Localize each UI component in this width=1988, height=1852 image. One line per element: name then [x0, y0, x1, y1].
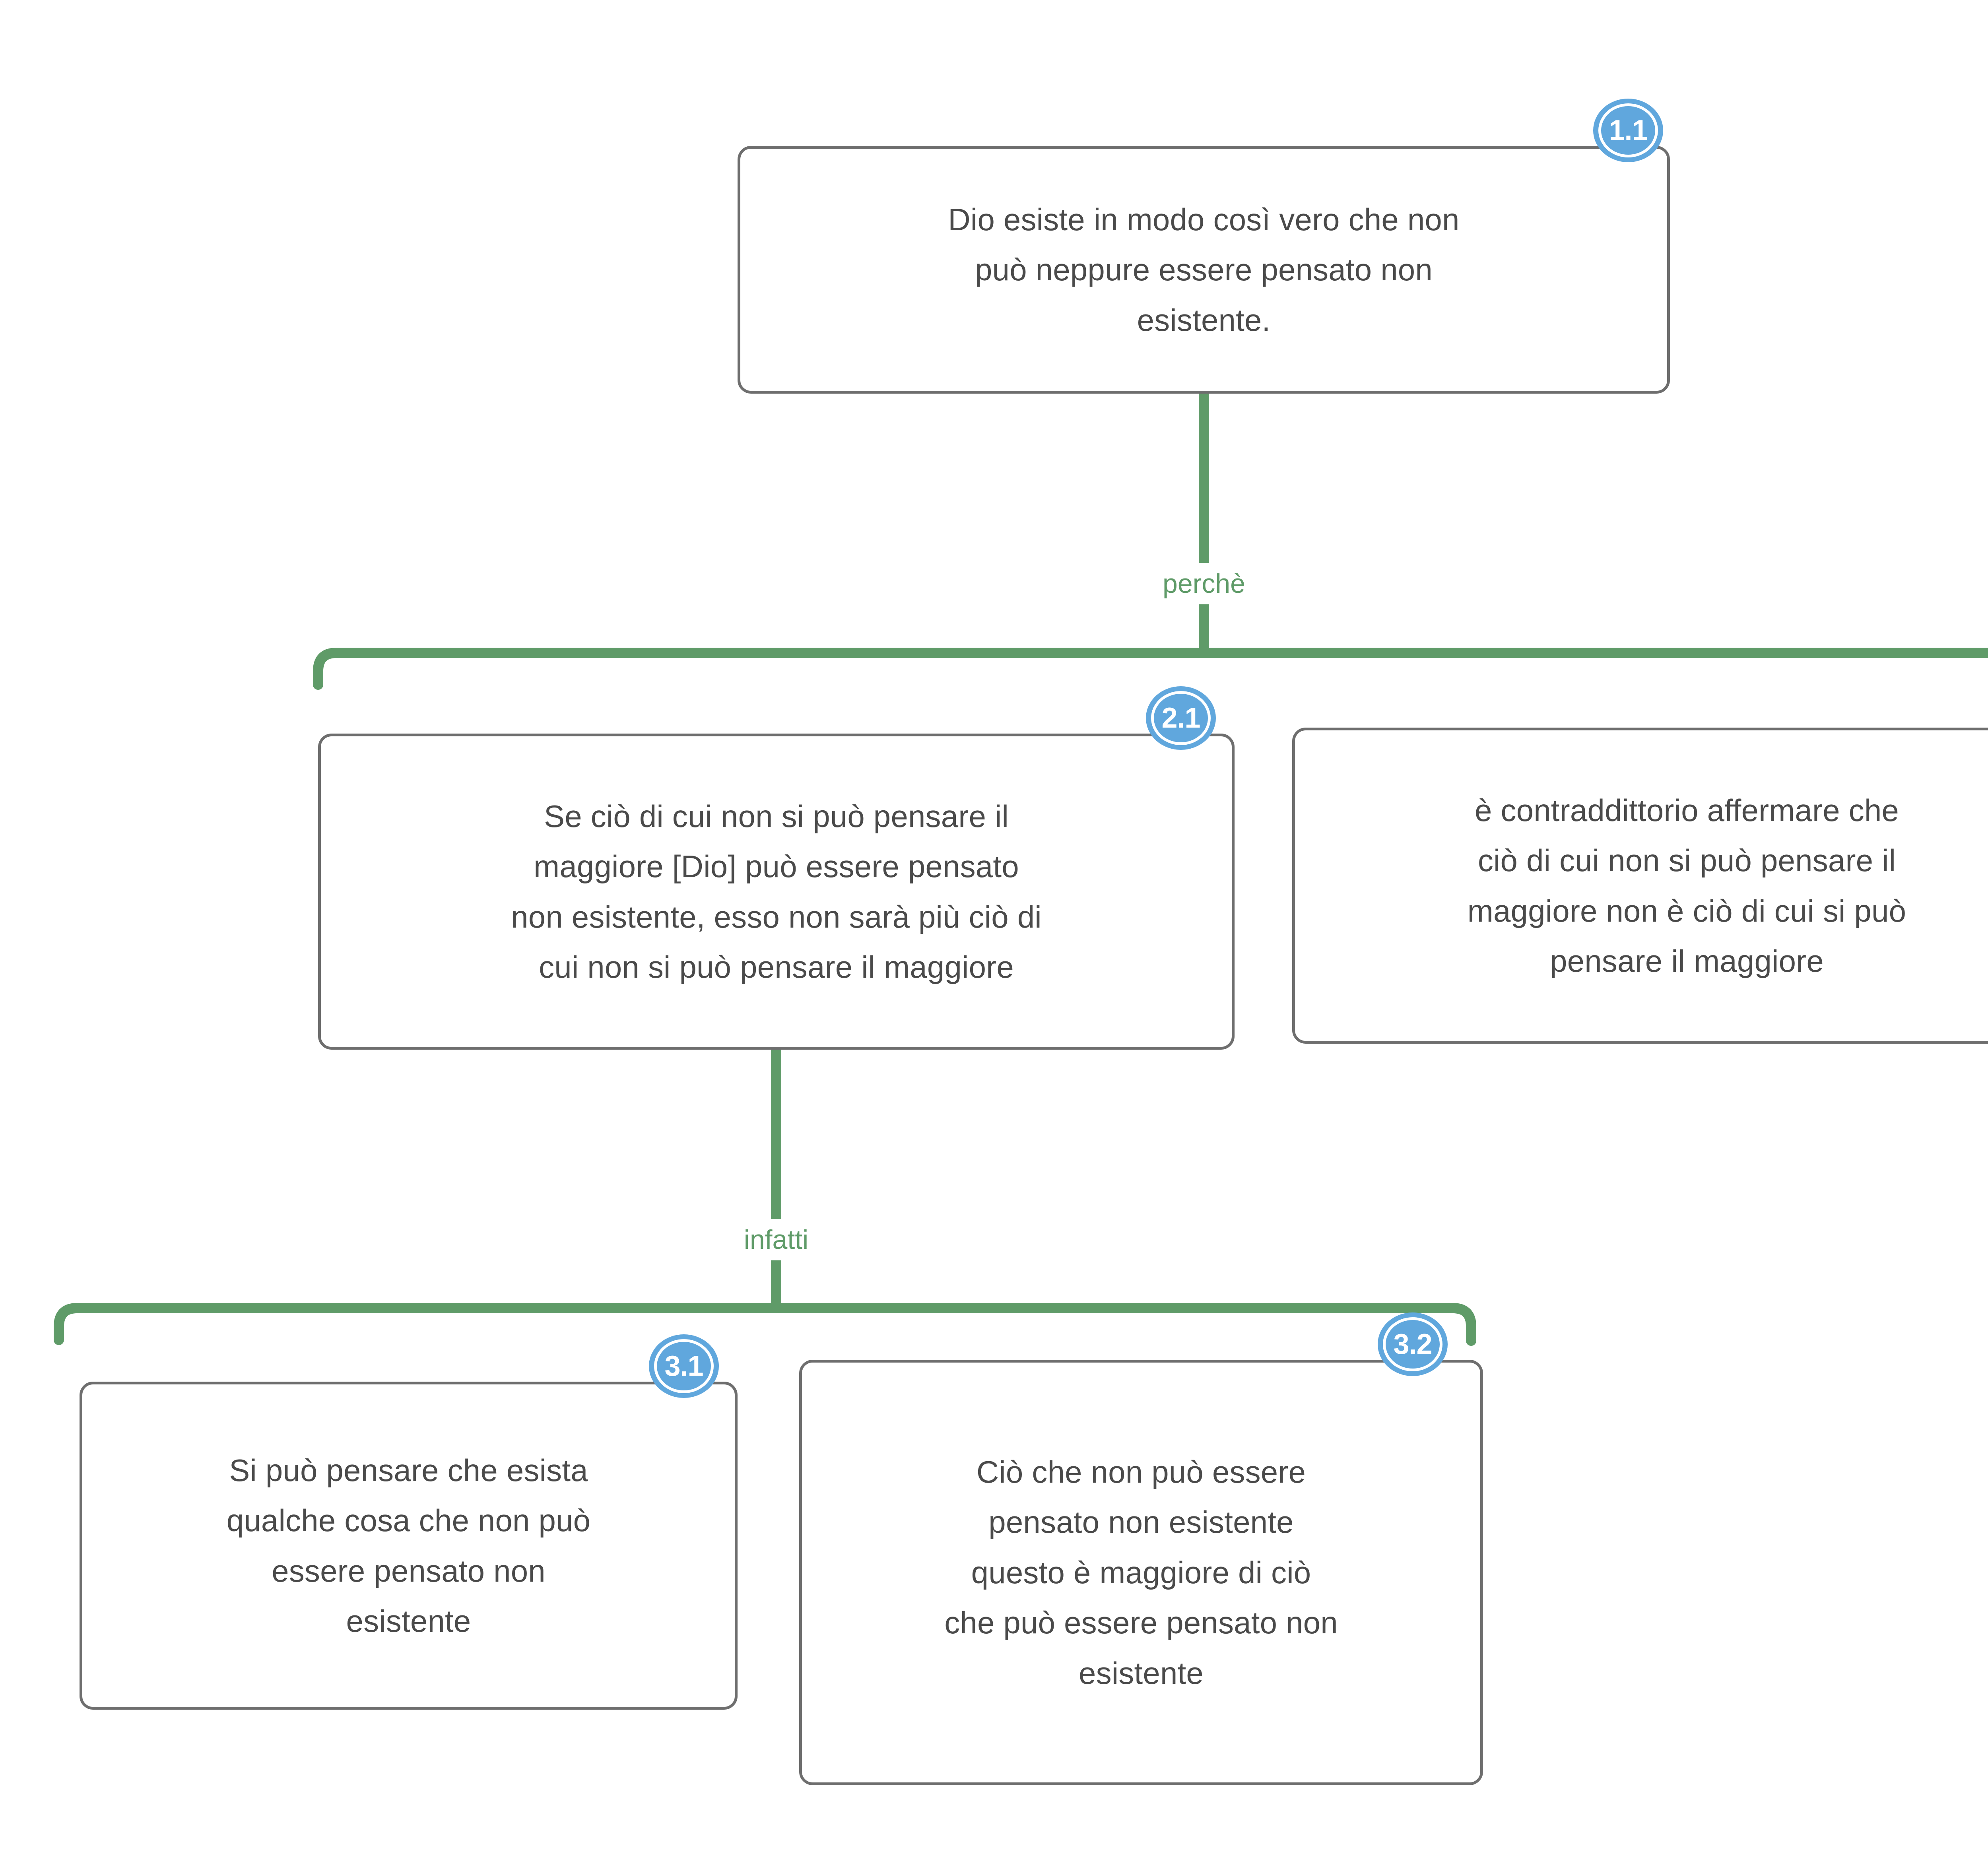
claim-text-3-1: Si può pensare che esista qualche cosa c… [226, 1452, 591, 1638]
connector-bar-level2 [313, 648, 1988, 690]
edge-label-infatti: infatti [733, 1219, 819, 1260]
claim-badge-3-1[interactable]: 3.1 [649, 1334, 719, 1398]
claim-badge-label-3-1: 3.1 [664, 1350, 703, 1382]
claim-box-3-2[interactable]: Ciò che non può essere pensato non esist… [799, 1360, 1483, 1785]
claim-badge-label-2-1: 2.1 [1161, 702, 1200, 734]
claim-text-2-2: è contraddittorio affermare che ciò di c… [1467, 792, 1906, 978]
claim-badge-label-1-1: 1.1 [1609, 115, 1648, 146]
edge-label-perche: perchè [1152, 563, 1256, 604]
claim-badge-1-1[interactable]: 1.1 [1593, 99, 1663, 162]
claim-badge-3-2[interactable]: 3.2 [1378, 1312, 1448, 1376]
claim-box-2-1[interactable]: Se ciò di cui non si può pensare il magg… [318, 734, 1235, 1050]
connector-bar-level3 [54, 1303, 1476, 1346]
claim-text-3-2: Ciò che non può essere pensato non esist… [944, 1454, 1338, 1691]
claim-box-2-2[interactable]: è contraddittorio affermare che ciò di c… [1292, 728, 1988, 1044]
claim-box-1-1[interactable]: Dio esiste in modo così vero che non può… [738, 146, 1670, 394]
claim-badge-label-3-2: 3.2 [1393, 1328, 1432, 1360]
claim-box-3-1[interactable]: Si può pensare che esista qualche cosa c… [80, 1382, 738, 1710]
claim-badge-2-1[interactable]: 2.1 [1146, 686, 1216, 750]
claim-text-1-1: Dio esiste in modo così vero che non può… [948, 202, 1460, 338]
claim-text-2-1: Se ciò di cui non si può pensare il magg… [511, 798, 1042, 984]
